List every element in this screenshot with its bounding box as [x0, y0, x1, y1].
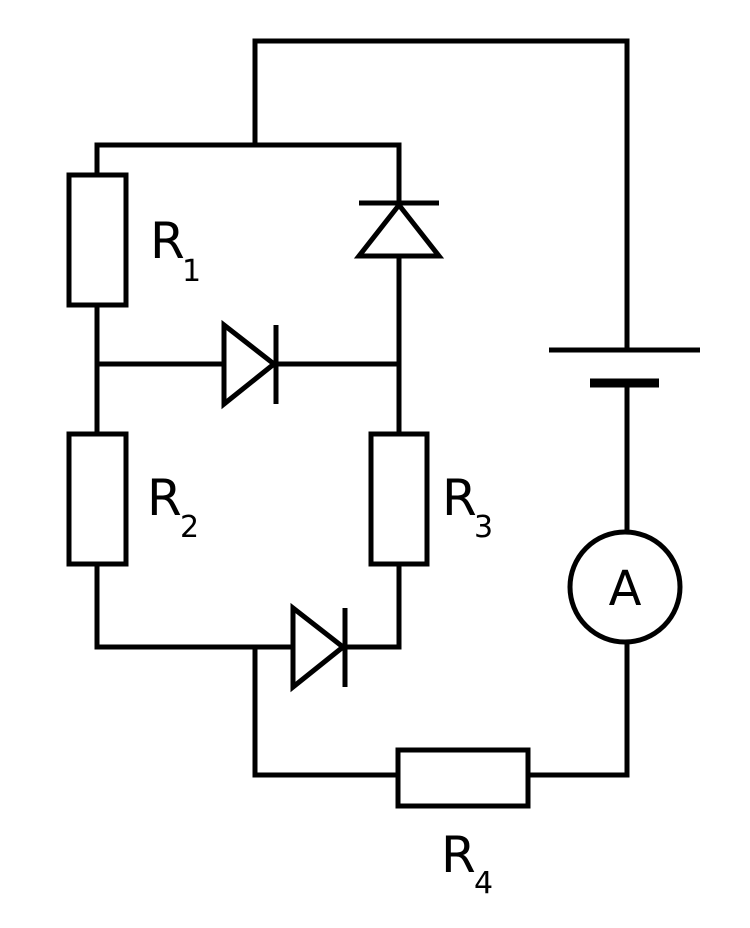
- label-r2-letter: R: [147, 469, 182, 527]
- ammeter-icon: A: [567, 529, 683, 645]
- resistor-r3-icon: [368, 431, 430, 567]
- diode-bottom-icon: [290, 602, 348, 693]
- diode-middle-icon: [221, 319, 279, 410]
- label-r3-letter: R: [442, 469, 477, 527]
- diode-top-icon: [353, 200, 445, 259]
- label-r4: R 4: [441, 826, 493, 901]
- resistor-r2-icon: [66, 431, 129, 567]
- label-r3-index: 3: [474, 510, 493, 545]
- label-r4-index: 4: [474, 866, 493, 901]
- wires: [94, 38, 630, 778]
- resistor-r1-icon: [66, 172, 129, 308]
- label-r4-letter: R: [441, 826, 476, 884]
- wire-bottom-right: [342, 561, 402, 650]
- wire-lower-right: [525, 639, 630, 778]
- wire-lower-left: [252, 644, 401, 778]
- label-r2-index: 2: [180, 510, 199, 545]
- label-r3: R 3: [442, 469, 493, 545]
- label-r1-index: 1: [182, 254, 201, 289]
- ammeter-label: A: [609, 561, 642, 617]
- resistor-r4-icon: [395, 747, 531, 809]
- label-r1-letter: R: [150, 212, 185, 270]
- wire-bottom-left: [94, 561, 296, 650]
- wire-top-loop: [252, 38, 630, 353]
- label-r2: R 2: [147, 469, 199, 545]
- wire-top-bar: [94, 142, 402, 206]
- battery-icon: [549, 347, 700, 388]
- label-r1: R 1: [150, 212, 201, 289]
